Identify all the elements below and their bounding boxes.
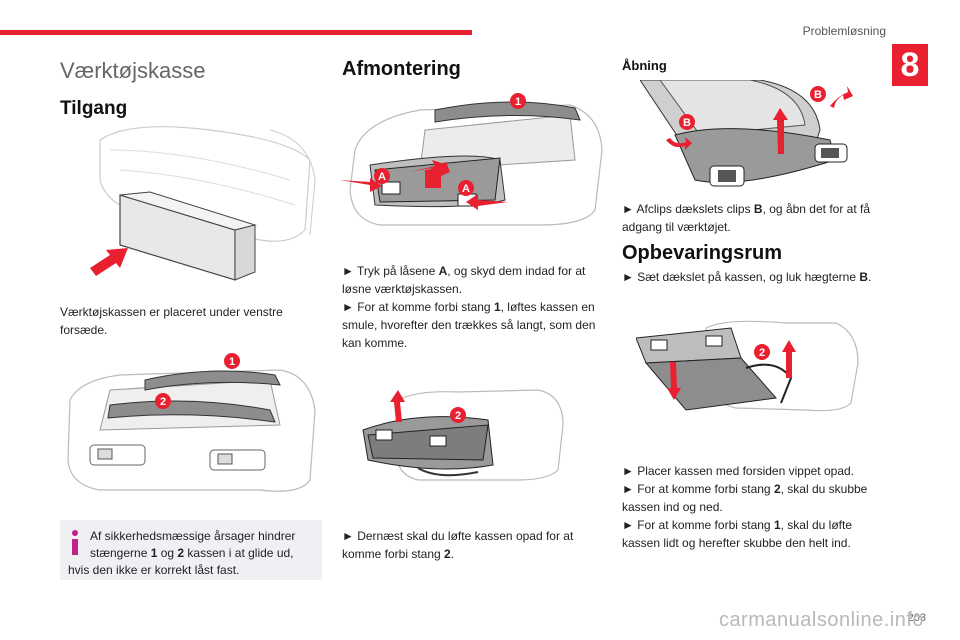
section-title: Problemløsning	[802, 24, 886, 38]
page-number: 203	[907, 612, 926, 624]
text-placement: Værktøjskassen er placeret under venstre…	[60, 305, 283, 337]
marker-2-store: 2	[759, 347, 765, 359]
heading-tilgang: Tilgang	[60, 98, 128, 119]
lift-box-illustration: 2	[358, 380, 568, 490]
seat-toolbox-illustration	[90, 120, 320, 282]
marker-2-lift: 2	[455, 410, 461, 422]
heading-abning: Åbning	[622, 58, 667, 73]
marker-a-left: A	[378, 171, 386, 183]
safety-info-text: Af sikkerhedsmæssige årsager hindrer stæ…	[68, 529, 296, 577]
marker-b-top: B	[814, 89, 822, 101]
marker-b-left: B	[683, 117, 691, 129]
remove-latches-illustration: A A 1	[340, 90, 605, 240]
marker-1-afmont: 1	[515, 96, 521, 108]
safety-info-box: Af sikkerhedsmæssige årsager hindrer stæ…	[60, 520, 322, 580]
info-icon	[72, 530, 78, 555]
text-afmontering-steps: ► Tryk på låsene A, og skyd dem indad fo…	[342, 264, 596, 350]
chapter-badge: 8	[892, 44, 928, 86]
toolbox-bars-illustration: 1 2	[60, 350, 320, 500]
watermark-text: carmanualsonline.info	[718, 609, 924, 631]
text-store-steps: ► Placer kassen med forsiden vippet opad…	[622, 464, 868, 550]
open-clips-illustration: B B	[640, 80, 855, 192]
header-accent-bar	[0, 30, 472, 35]
marker-1: 1	[229, 356, 235, 368]
marker-2: 2	[160, 396, 166, 408]
marker-a-right: A	[462, 183, 470, 195]
text-lift-step: ► Dernæst skal du løfte kassen opad for …	[342, 529, 574, 561]
heading-vaerktojskasse: Værktøjskasse	[60, 58, 206, 83]
heading-afmontering: Afmontering	[342, 58, 461, 80]
text-abning-step: ► Afclips dækslets clips B, og åbn det f…	[622, 202, 871, 234]
text-opbevaring-step: ► Sæt dækslet på kassen, og luk hægterne…	[622, 270, 872, 284]
heading-opbevaringsrum: Opbevaringsrum	[622, 242, 783, 264]
store-box-illustration: 2	[636, 318, 861, 423]
